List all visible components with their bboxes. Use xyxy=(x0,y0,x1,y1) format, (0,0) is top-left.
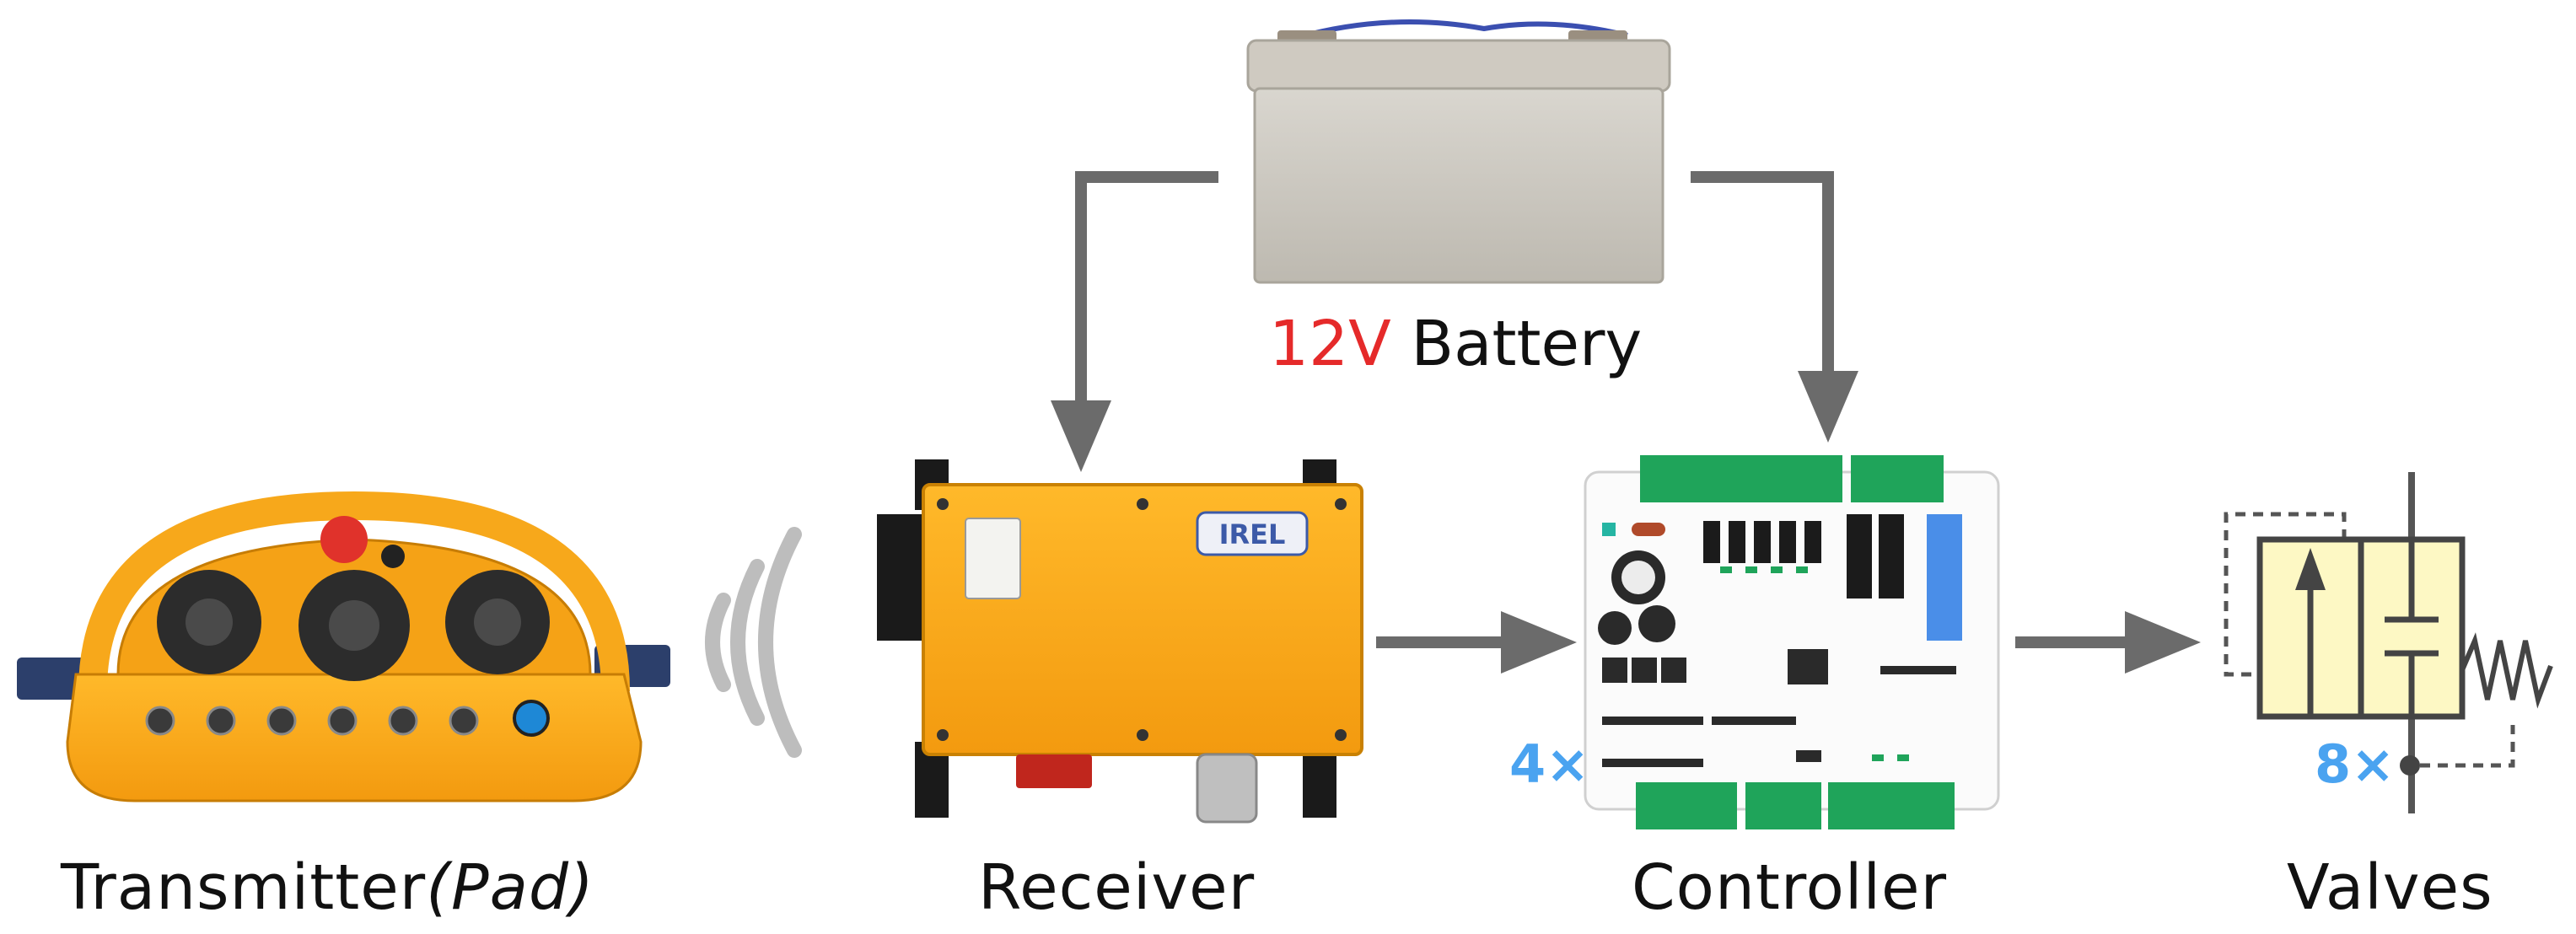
valve-symbol-icon xyxy=(2224,472,2553,813)
receiver-label-text: Receiver xyxy=(978,851,1256,924)
receiver-brand: IREL xyxy=(1219,518,1286,550)
controller-multiplier: 4× xyxy=(1509,733,1590,795)
power-arrow-to-receiver xyxy=(1075,171,1218,413)
controller-label-text: Controller xyxy=(1632,851,1948,924)
power-arrow-to-controller xyxy=(1691,171,1834,384)
battery-label-text: Battery xyxy=(1411,308,1643,380)
wireless-signal-icon xyxy=(705,527,802,758)
arrow-controller-to-valves xyxy=(2015,611,2201,674)
valves-label-text: Valves xyxy=(2287,851,2493,924)
battery-label: 12V Battery xyxy=(1269,308,1642,380)
valves-label: Valves xyxy=(2287,851,2493,924)
arrow-receiver-to-controller xyxy=(1376,611,1577,674)
receiver-icon xyxy=(877,459,1363,824)
receiver-label: Receiver xyxy=(978,851,1255,924)
transmitter-label-text: Transmitter xyxy=(61,851,427,924)
transmitter-label: Transmitter(Pad) xyxy=(61,851,594,924)
transmitter-label-italic: (Pad) xyxy=(426,851,594,924)
controller-icon xyxy=(1584,455,2000,829)
arrowhead-controller xyxy=(1798,371,1858,443)
transmitter-icon xyxy=(17,491,670,802)
valves-multiplier: 8× xyxy=(2315,733,2396,795)
battery-voltage: 12V xyxy=(1269,308,1391,380)
arrowhead-receiver xyxy=(1051,400,1111,472)
controller-label: Controller xyxy=(1632,851,1947,924)
battery-icon xyxy=(1246,19,1671,284)
